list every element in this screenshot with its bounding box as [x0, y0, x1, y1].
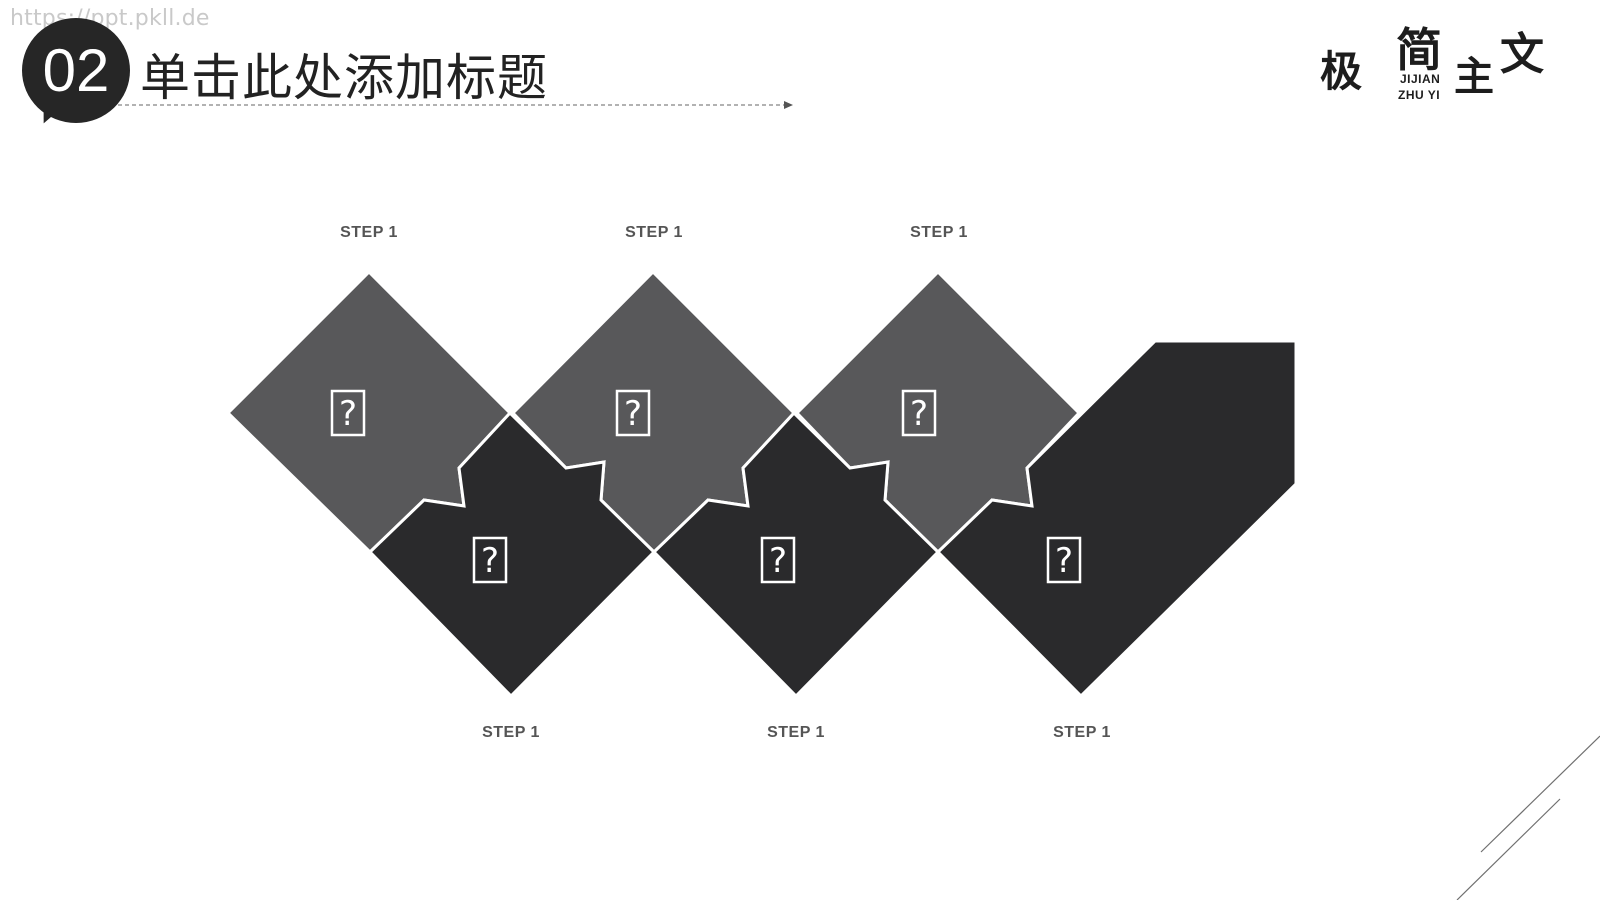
- brand-pinyin-top: JIJIAN: [1400, 72, 1441, 86]
- svg-text:?: ?: [1055, 541, 1073, 581]
- unknown-glyph-icon: ?: [901, 389, 937, 437]
- corner-line-1: [1480, 735, 1600, 853]
- page-title[interactable]: 单击此处添加标题: [140, 49, 548, 107]
- corner-line-2: [1456, 798, 1561, 900]
- brand-char-3: 主: [1454, 53, 1494, 100]
- unknown-glyph-icon: ?: [330, 389, 366, 437]
- brand-char-1: 极: [1320, 47, 1363, 96]
- step-label-top-2: STEP 1: [625, 224, 683, 241]
- step-label-bottom-3: STEP 1: [1053, 724, 1111, 741]
- step-label-top-3: STEP 1: [910, 224, 968, 241]
- svg-text:?: ?: [910, 394, 928, 434]
- section-number: 02: [42, 37, 110, 104]
- step-label-top-1: STEP 1: [340, 224, 398, 241]
- step-tile-lower-3[interactable]: [935, 339, 1298, 699]
- unknown-glyph-icon: ?: [1046, 536, 1082, 584]
- badge-bubble: [22, 18, 130, 123]
- unknown-glyph-icon: ?: [760, 536, 796, 584]
- step-label-bottom-1: STEP 1: [482, 724, 540, 741]
- brand-char-2: 简: [1396, 23, 1442, 77]
- brand-char-4: 文: [1500, 29, 1544, 80]
- watermark-text: https://ppt.pkll.de: [10, 6, 210, 31]
- brand-logo: 极 简 JIJIAN ZHU YI 主 文: [1320, 14, 1560, 110]
- svg-text:?: ?: [769, 541, 787, 581]
- unknown-glyph-icon: ?: [472, 536, 508, 584]
- svg-text:?: ?: [339, 394, 357, 434]
- unknown-glyph-icon: ?: [615, 389, 651, 437]
- section-number-badge: 02: [22, 18, 130, 129]
- brand-pinyin-bottom: ZHU YI: [1398, 88, 1441, 102]
- svg-text:?: ?: [624, 394, 642, 434]
- step-tile-lower-2[interactable]: [651, 410, 941, 699]
- step-label-bottom-2: STEP 1: [767, 724, 825, 741]
- step-tile-lower-1[interactable]: [367, 410, 657, 699]
- svg-text:?: ?: [481, 541, 499, 581]
